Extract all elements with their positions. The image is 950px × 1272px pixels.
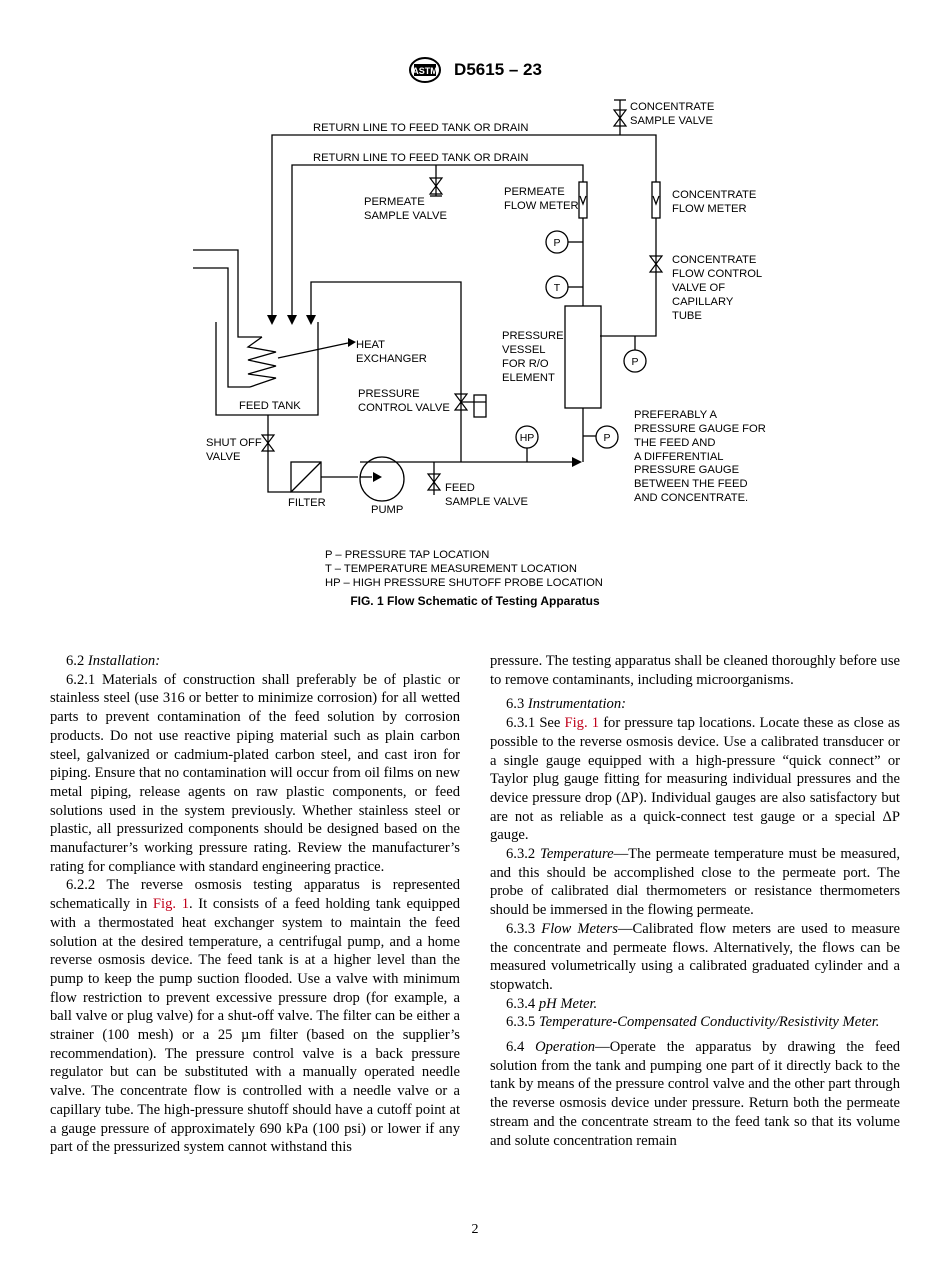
- label-heat-1: HEAT: [356, 339, 385, 351]
- figure-caption: FIG. 1 Flow Schematic of Testing Apparat…: [350, 594, 600, 608]
- gauge-p-permeate: P: [553, 237, 560, 249]
- paragraph-6-3-5: 6.3.5 Temperature-Compensated Conductivi…: [490, 1013, 900, 1032]
- label-feed-tank: FEED TANK: [239, 400, 301, 412]
- paragraph-6-2-2: 6.2.2 The reverse osmosis testing appara…: [50, 876, 460, 1157]
- section-6-2-heading: 6.2 Installation:: [50, 652, 460, 671]
- legend-line-2: T – TEMPERATURE MEASUREMENT LOCATION: [325, 563, 577, 575]
- label-conc-sample-2: SAMPLE VALVE: [630, 115, 713, 127]
- gauge-hp: HP: [520, 432, 535, 444]
- page-header: ASTM D5615 – 23: [0, 56, 950, 84]
- section-number: 6.4: [506, 1039, 525, 1056]
- paragraph-continued: pressure. The testing apparatus shall be…: [490, 653, 900, 688]
- text: 6.3.1 See: [506, 715, 561, 732]
- section-title: Instrumentation:: [527, 696, 627, 713]
- label-conc-sample-1: CONCENTRATE: [630, 101, 714, 113]
- section-number: 6.3.3: [506, 920, 536, 937]
- label-perm-flow-2: FLOW METER: [504, 200, 579, 212]
- label-pref-3: THE FEED AND: [634, 437, 715, 449]
- section-number: 6.3.5: [506, 1014, 536, 1031]
- label-filter: FILTER: [288, 497, 326, 509]
- label-pref-4: A DIFFERENTIAL: [634, 451, 724, 463]
- label-pref-5: PRESSURE GAUGE: [634, 464, 739, 476]
- text: for pressure tap locations. Locate these…: [490, 715, 900, 844]
- label-conc-ctrl-1: CONCENTRATE: [672, 254, 756, 266]
- label-pcv-1: PRESSURE: [358, 388, 420, 400]
- right-column: pressure. The testing apparatus shall be…: [490, 652, 900, 1150]
- label-pv-3: FOR R/O: [502, 358, 549, 370]
- legend-line-1: P – PRESSURE TAP LOCATION: [325, 549, 489, 561]
- label-pv-2: VESSEL: [502, 344, 546, 356]
- gauge-p-concentrate: P: [631, 356, 638, 368]
- astm-logo: ASTM: [409, 57, 442, 83]
- left-column: 6.2 Installation: 6.2.1 Materials of con…: [50, 652, 460, 1157]
- text: . It consists of a feed holding tank equ…: [50, 896, 461, 1156]
- label-pref-7: AND CONCENTRATE.: [634, 492, 748, 504]
- fig-1-link[interactable]: Fig. 1: [564, 715, 600, 732]
- document-code: D5615 – 23: [454, 60, 542, 79]
- section-number: 6.2: [66, 653, 85, 669]
- label-conc-ctrl-2: FLOW CONTROL: [672, 268, 762, 280]
- label-pump: PUMP: [371, 504, 403, 516]
- label-perm-flow-1: PERMEATE: [504, 186, 565, 198]
- label-feed-sample-1: FEED: [445, 482, 475, 494]
- section-title: Temperature: [540, 846, 614, 863]
- gauge-t: T: [554, 282, 561, 294]
- section-title: pH Meter.: [538, 995, 598, 1012]
- text: —Calibrated flow meters are used to meas…: [490, 920, 900, 993]
- section-number: 6.3: [506, 696, 525, 713]
- page-number: 2: [471, 1222, 479, 1237]
- paragraph-6-3-1: 6.3.1 See Fig. 1 for pressure tap locati…: [490, 714, 900, 845]
- paragraph-6-3-3: 6.3.3 Flow Meters—Calibrated flow meters…: [490, 920, 900, 995]
- label-conc-ctrl-3: VALVE OF: [672, 282, 725, 294]
- section-number: 6.3.4: [506, 995, 536, 1012]
- section-6-3-heading: 6.3 Instrumentation:: [490, 695, 900, 714]
- label-conc-flow-2: FLOW METER: [672, 203, 747, 215]
- label-pref-1: PREFERABLY A: [634, 409, 717, 421]
- label-conc-flow-1: CONCENTRATE: [672, 189, 756, 201]
- section-title: Installation:: [87, 653, 161, 669]
- label-return-line-inner: RETURN LINE TO FEED TANK OR DRAIN: [313, 152, 529, 164]
- label-pv-4: ELEMENT: [502, 372, 555, 384]
- label-feed-sample-2: SAMPLE VALVE: [445, 496, 528, 508]
- text: —The permeate temperature must be measur…: [490, 846, 900, 919]
- text: 6.2.2 The reverse osmosis testing appara…: [50, 877, 460, 913]
- label-perm-sample-2: SAMPLE VALVE: [364, 210, 447, 222]
- label-return-line-outer: RETURN LINE TO FEED TANK OR DRAIN: [313, 122, 529, 134]
- section-title: Flow Meters: [541, 920, 618, 937]
- legend-line-3: HP – HIGH PRESSURE SHUTOFF PROBE LOCATIO…: [325, 577, 603, 589]
- section-title: Temperature-Compensated Conductivity/Res…: [538, 1014, 880, 1031]
- fig-1-link[interactable]: Fig. 1: [152, 896, 189, 913]
- label-heat-2: EXCHANGER: [356, 353, 427, 365]
- section-number: 6.3.2: [506, 846, 536, 863]
- paragraph-6-3-2: 6.3.2 Temperature—The permeate temperatu…: [490, 845, 900, 920]
- label-pv-1: PRESSURE: [502, 330, 564, 342]
- label-perm-sample-1: PERMEATE: [364, 196, 425, 208]
- paragraph-6-4: 6.4 Operation—Operate the apparatus by d…: [490, 1038, 900, 1150]
- label-conc-ctrl-5: TUBE: [672, 310, 702, 322]
- text: —Operate the apparatus by drawing the fe…: [490, 1039, 900, 1149]
- label-shutoff-2: VALVE: [206, 451, 240, 463]
- section-title: Operation: [535, 1039, 596, 1056]
- svg-text:ASTM: ASTM: [412, 66, 438, 76]
- paragraph-6-3-4: 6.3.4 pH Meter.: [490, 995, 900, 1014]
- label-pcv-2: CONTROL VALVE: [358, 402, 450, 414]
- label-shutoff-1: SHUT OFF: [206, 437, 262, 449]
- label-pref-6: BETWEEN THE FEED: [634, 478, 748, 490]
- flow-schematic-figure: RETURN LINE TO FEED TANK OR DRAIN RETURN…: [193, 99, 766, 589]
- label-conc-ctrl-4: CAPILLARY: [672, 296, 734, 308]
- gauge-p-feed: P: [603, 432, 610, 444]
- paragraph-6-2-1: 6.2.1 Materials of construction shall pr…: [50, 671, 460, 875]
- label-pref-2: PRESSURE GAUGE FOR: [634, 423, 766, 435]
